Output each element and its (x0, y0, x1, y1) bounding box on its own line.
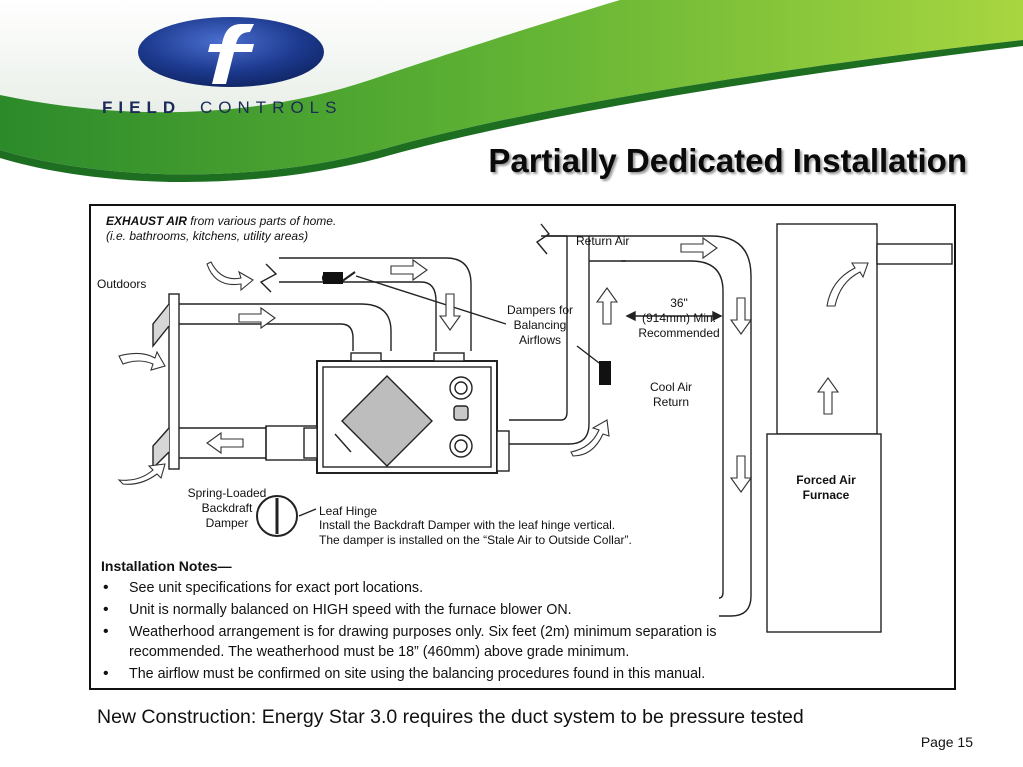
logo-word-controls: CONTROLS (200, 98, 343, 117)
leaf-hinge-instruction-1: Install the Backdraft Damper with the le… (319, 518, 616, 532)
damper-knob-icon (322, 272, 611, 385)
leaf-hinge-instruction-2: The damper is installed on the “Stale Ai… (319, 533, 632, 547)
exhaust-air-label: EXHAUST AIR from various parts of home. (106, 214, 337, 228)
installation-diagram: EXHAUST AIR from various parts of home. … (89, 204, 956, 690)
distance-label: 36"(914mm) Min.Recommended (638, 296, 720, 340)
slide-caption: New Construction: Energy Star 3.0 requir… (97, 706, 804, 728)
note-item: The airflow must be confirmed on site us… (101, 664, 801, 684)
note-item: Unit is normally balanced on HIGH speed … (101, 600, 801, 620)
exhaust-air-example: (i.e. bathrooms, kitchens, utility areas… (106, 229, 309, 243)
logo-oval-icon (138, 17, 324, 87)
installation-notes-list: See unit specifications for exact port l… (101, 578, 801, 686)
field-controls-logo: FIELD CONTROLS (96, 12, 366, 117)
note-item: Weatherhood arrangement is for drawing p… (101, 622, 801, 662)
return-air-label: Return Air (576, 234, 630, 248)
slide-title: Partially Dedicated Installation (488, 142, 967, 179)
leaf-hinge-label: Leaf Hinge (319, 504, 378, 518)
outdoors-label: Outdoors (97, 277, 147, 291)
logo-word-field: FIELD (102, 98, 182, 117)
installation-notes-heading: Installation Notes— (101, 558, 232, 574)
duct-schematic (117, 223, 953, 633)
page-number: Page 15 (920, 734, 973, 750)
note-item: See unit specifications for exact port l… (101, 578, 801, 598)
airflow-arrow-icon (117, 236, 869, 493)
